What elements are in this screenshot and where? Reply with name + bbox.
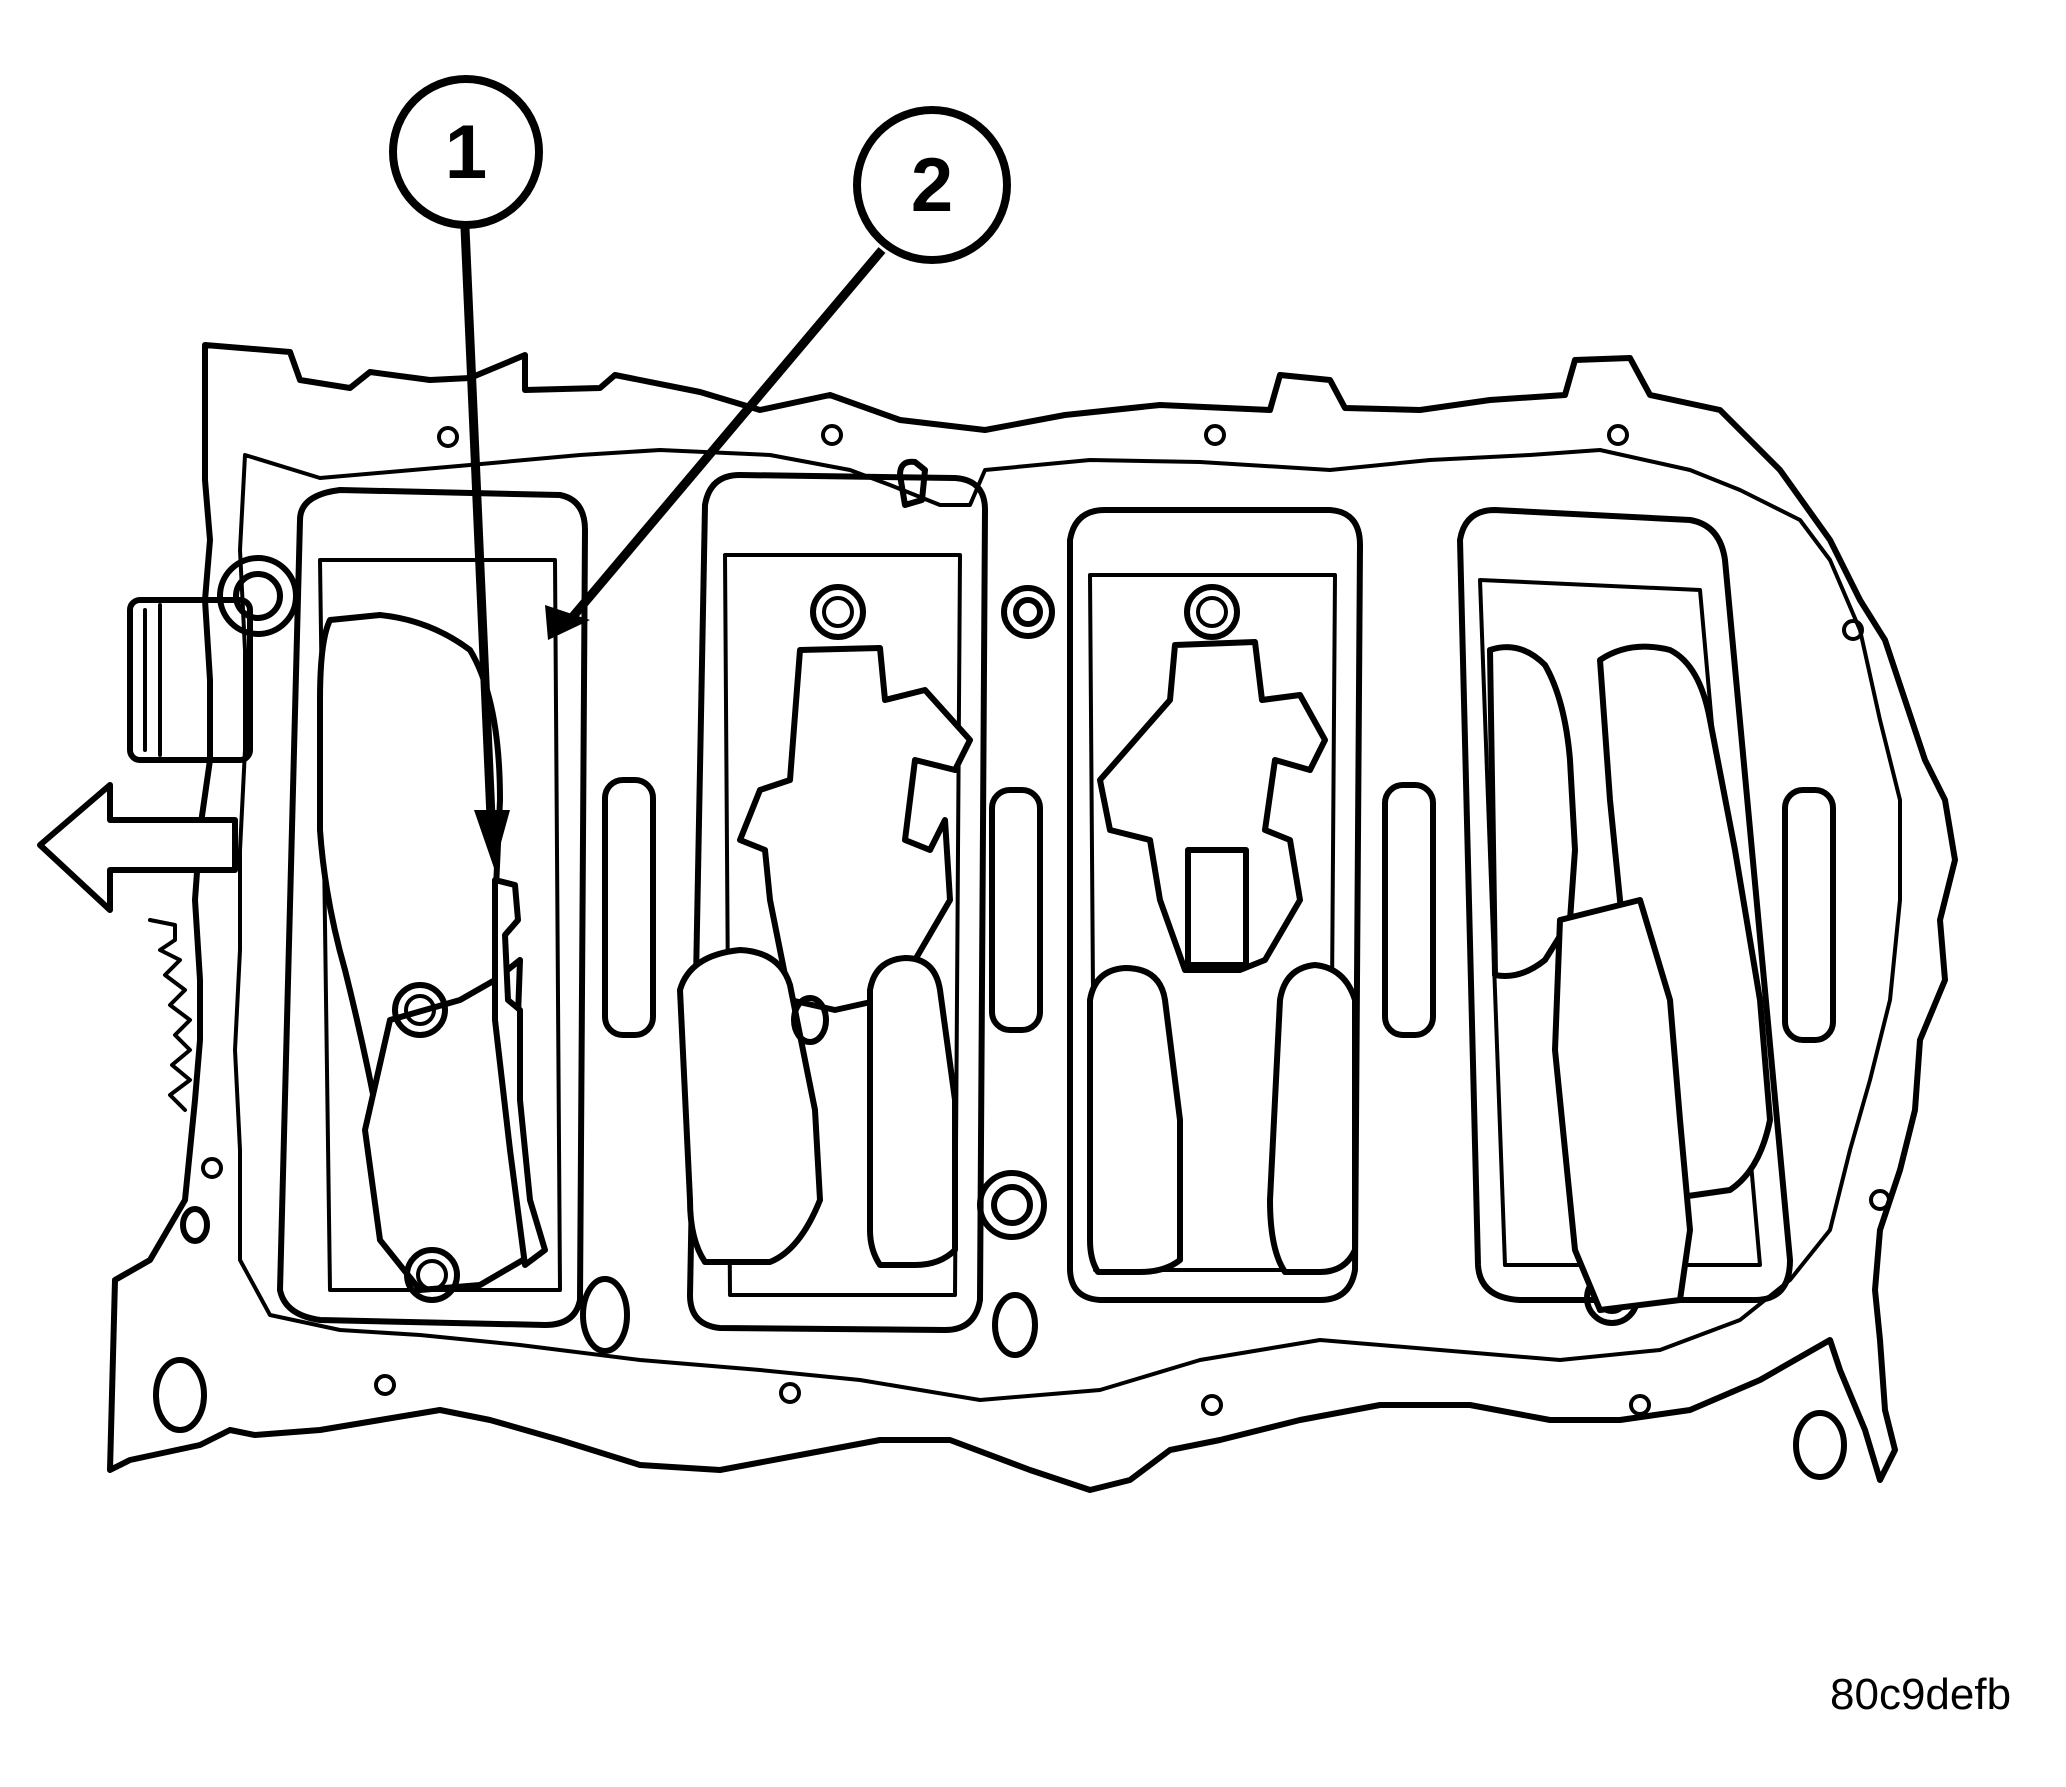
rail-bolt-hole <box>779 1382 801 1404</box>
bolt-head <box>810 584 866 640</box>
callout-2-circle <box>853 106 1011 264</box>
bearing-bay <box>1457 507 1793 1303</box>
oval-hole <box>580 1276 630 1354</box>
rail-bolt-holes <box>201 424 1891 1416</box>
counterweight <box>677 947 823 1265</box>
main-cap <box>737 645 973 1013</box>
rail-bolt-hole <box>1201 1394 1223 1416</box>
counterweight <box>867 955 958 1268</box>
dowel-hole <box>977 1170 1047 1240</box>
oil-hole <box>791 995 829 1045</box>
dowel-hole <box>991 1184 1033 1226</box>
bolt-head <box>1184 584 1240 640</box>
counterweight <box>1487 644 1578 979</box>
oval-hole <box>992 1292 1038 1358</box>
dowel-pin <box>897 458 928 508</box>
rail-bolt-hole <box>374 1374 396 1396</box>
dowel-hole <box>1001 585 1055 639</box>
bolt-head <box>392 982 448 1038</box>
web-slot <box>602 777 656 1038</box>
callout-2-number: 2 <box>911 143 953 228</box>
rail-bolt-hole <box>437 426 459 448</box>
rail-bolt-hole <box>1842 619 1864 641</box>
oval-hole <box>180 1206 210 1244</box>
bolt-head <box>404 1247 460 1303</box>
thrust-washer <box>492 877 548 1268</box>
callout-1-number: 1 <box>445 110 487 195</box>
rail-bolt-hole <box>1204 424 1226 446</box>
callout-2-arrowhead <box>545 605 590 640</box>
bearing-bay <box>277 487 588 1328</box>
rail-bolt-hole <box>1607 424 1629 446</box>
figure-id: 80c9defb <box>1830 1670 2012 1719</box>
web-slot <box>989 787 1043 1033</box>
direction-arrow-icon <box>37 782 238 913</box>
rail-bolt-hole <box>1629 1394 1651 1416</box>
main-cap <box>1097 639 1328 973</box>
callout-1: 1 <box>389 75 543 229</box>
counterweight <box>1267 962 1358 1275</box>
callout-1-leader <box>460 227 497 841</box>
rail-bolt-hole <box>1869 1189 1891 1211</box>
oval-hole <box>153 1357 207 1433</box>
front-boss <box>127 555 299 763</box>
block-outer-outline <box>107 342 1958 1493</box>
oval-hole <box>1793 1410 1847 1480</box>
callout-1-arrowhead <box>474 810 510 868</box>
bearing-bay <box>687 472 988 1333</box>
web-slot <box>1782 787 1836 1043</box>
callout-2: 2 <box>853 106 1011 264</box>
rail-bolt-hole <box>201 1157 223 1179</box>
rail-bolt-hole <box>821 424 843 446</box>
callout-1-circle <box>389 75 543 229</box>
main-cap <box>1552 897 1693 1313</box>
gasket-rail <box>233 448 1902 1402</box>
crank-sprocket <box>148 918 192 1112</box>
callout-2-leader <box>566 247 886 623</box>
main-cap-strap <box>1185 847 1249 968</box>
counterweight <box>1087 965 1183 1275</box>
bearing-bay <box>1478 578 1762 1267</box>
bearing-bay <box>1067 507 1363 1303</box>
web-slot <box>1382 782 1436 1038</box>
dowel-hole <box>1013 597 1043 627</box>
